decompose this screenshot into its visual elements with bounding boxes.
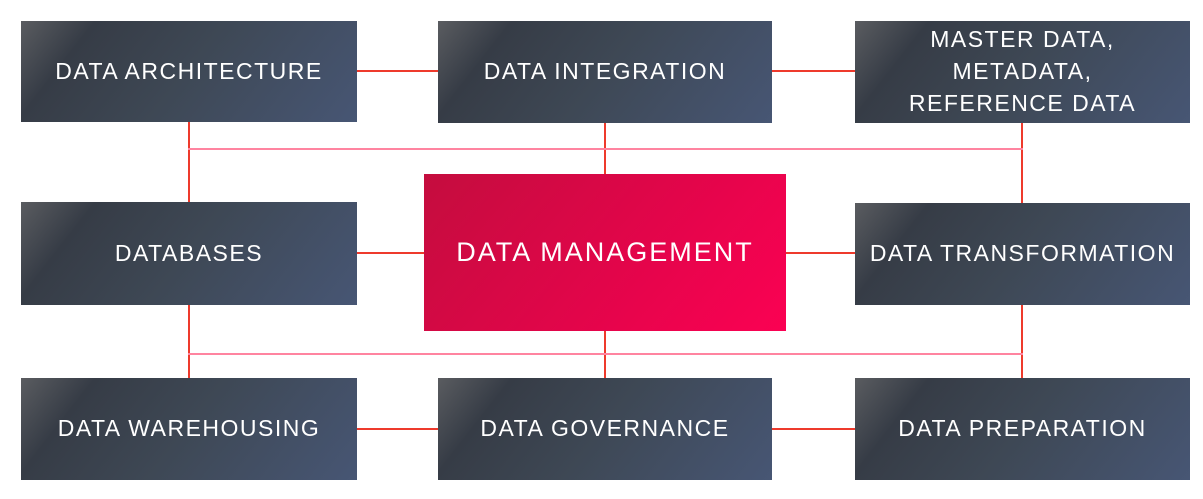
node-data-warehousing: DATA WAREHOUSING bbox=[21, 378, 357, 480]
connector-databases-warehousing bbox=[188, 305, 190, 378]
node-data-transformation-label: DATA TRANSFORMATION bbox=[869, 240, 1176, 267]
node-data-governance-label: DATA GOVERNANCE bbox=[480, 415, 730, 442]
node-data-preparation-label: DATA PREPARATION bbox=[898, 415, 1147, 442]
connector-architecture-databases bbox=[188, 122, 190, 202]
node-data-warehousing-label: DATA WAREHOUSING bbox=[57, 415, 321, 442]
connector-databases-management bbox=[357, 252, 424, 254]
node-data-architecture: DATA ARCHITECTURE bbox=[21, 21, 357, 122]
connector-management-transformation bbox=[786, 252, 855, 254]
connector-warehousing-governance bbox=[357, 428, 438, 430]
node-data-transformation: DATA TRANSFORMATION bbox=[855, 203, 1190, 305]
node-data-integration: DATA INTEGRATION bbox=[438, 21, 772, 123]
node-master-data-metadata-reference-data: MASTER DATA, METADATA, REFERENCE DATA bbox=[855, 21, 1190, 123]
node-data-management-label: DATA MANAGEMENT bbox=[456, 236, 754, 267]
node-master-data-line-1: MASTER DATA, bbox=[930, 26, 1115, 53]
connector-architecture-integration bbox=[357, 70, 438, 72]
node-databases-label: DATABASES bbox=[114, 239, 264, 266]
connector-transformation-preparation bbox=[1021, 305, 1023, 378]
connector-governance-preparation bbox=[772, 428, 855, 430]
node-data-preparation: DATA PREPARATION bbox=[855, 378, 1190, 480]
bus-line-top bbox=[188, 148, 1023, 150]
node-master-data-line-2: METADATA, bbox=[952, 58, 1093, 85]
node-master-data-line-3: REFERENCE DATA bbox=[908, 89, 1137, 116]
node-databases: DATABASES bbox=[21, 202, 357, 305]
bus-line-bottom bbox=[188, 353, 1023, 355]
connector-masterdata-transformation bbox=[1021, 123, 1023, 203]
node-data-integration-label: DATA INTEGRATION bbox=[483, 58, 727, 85]
node-data-management: DATA MANAGEMENT bbox=[424, 174, 786, 331]
connector-integration-masterdata bbox=[772, 70, 855, 72]
node-data-governance: DATA GOVERNANCE bbox=[438, 378, 772, 480]
node-data-architecture-label: DATA ARCHITECTURE bbox=[55, 57, 323, 84]
